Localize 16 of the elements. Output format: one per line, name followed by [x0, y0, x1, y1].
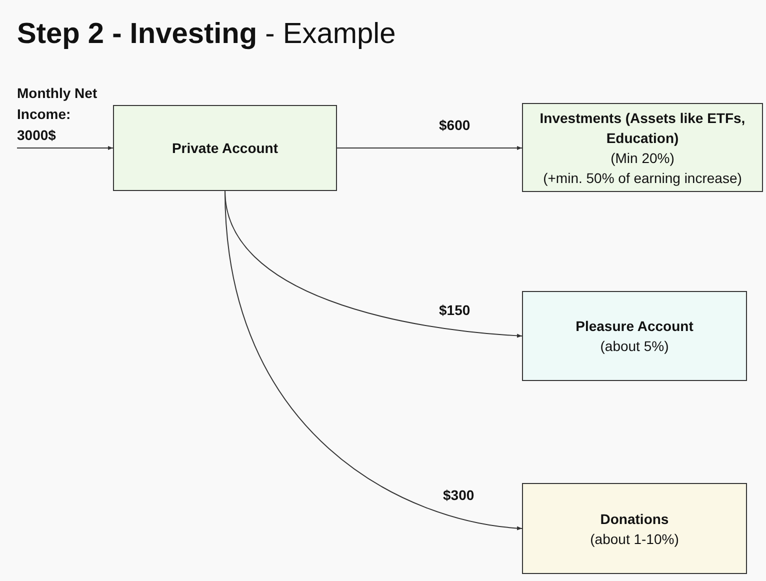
node-note: (Min 20%) — [610, 148, 674, 168]
node-title: Investments (Assets like ETFs, Education) — [538, 108, 746, 148]
process-box — [522, 103, 763, 192]
arrow — [16, 146, 114, 150]
arrow — [336, 146, 522, 150]
node-title: Pleasure Account — [576, 317, 694, 336]
node-title: Donations — [600, 510, 669, 528]
node-title: Private Account — [172, 139, 278, 158]
node-note: (about 1-10%) — [590, 530, 679, 548]
process-box — [522, 483, 747, 574]
node-note: (about 5%) — [600, 337, 669, 356]
diagram-title: Step 2 - Investing - Example — [17, 17, 396, 52]
arrow — [224, 190, 522, 530]
process-box — [113, 105, 337, 191]
node-note: (+min. 50% of earning increase) — [543, 168, 742, 188]
process-box — [522, 291, 747, 381]
